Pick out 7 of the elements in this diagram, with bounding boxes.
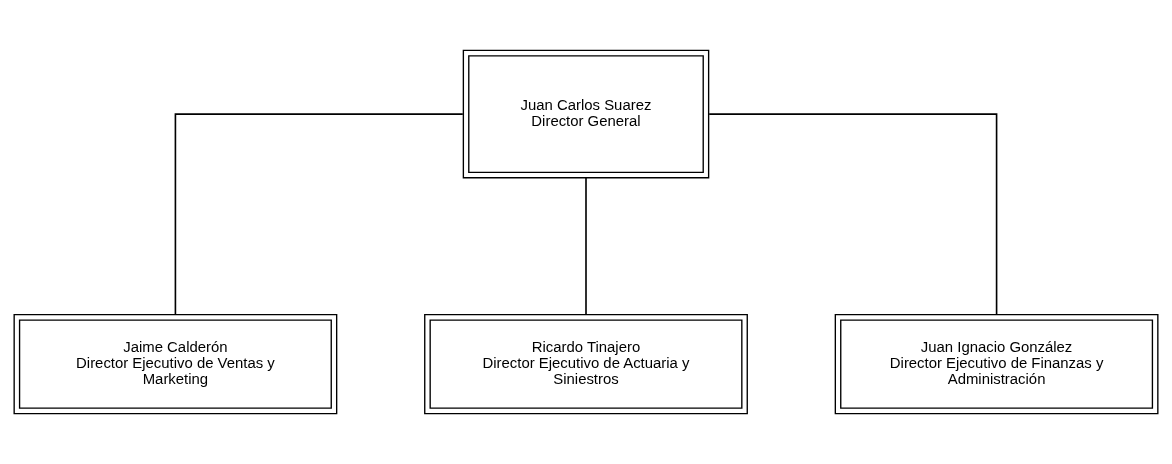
- node-box: Jaime Calderón Director Ejecutivo de Ventas y Marketing: [13, 314, 338, 415]
- connector: [585, 177, 587, 316]
- connector: [174, 113, 464, 315]
- connector: [708, 113, 998, 315]
- node-box: Ricardo Tinajero Director Ejecutivo de Actuaria y Siniestros: [424, 314, 748, 415]
- node-box: Juan Ignacio González Director Ejecutivo de Finanzas y Administración: [834, 314, 1159, 415]
- node-box: Juan Carlos Suarez Director General: [462, 49, 710, 179]
